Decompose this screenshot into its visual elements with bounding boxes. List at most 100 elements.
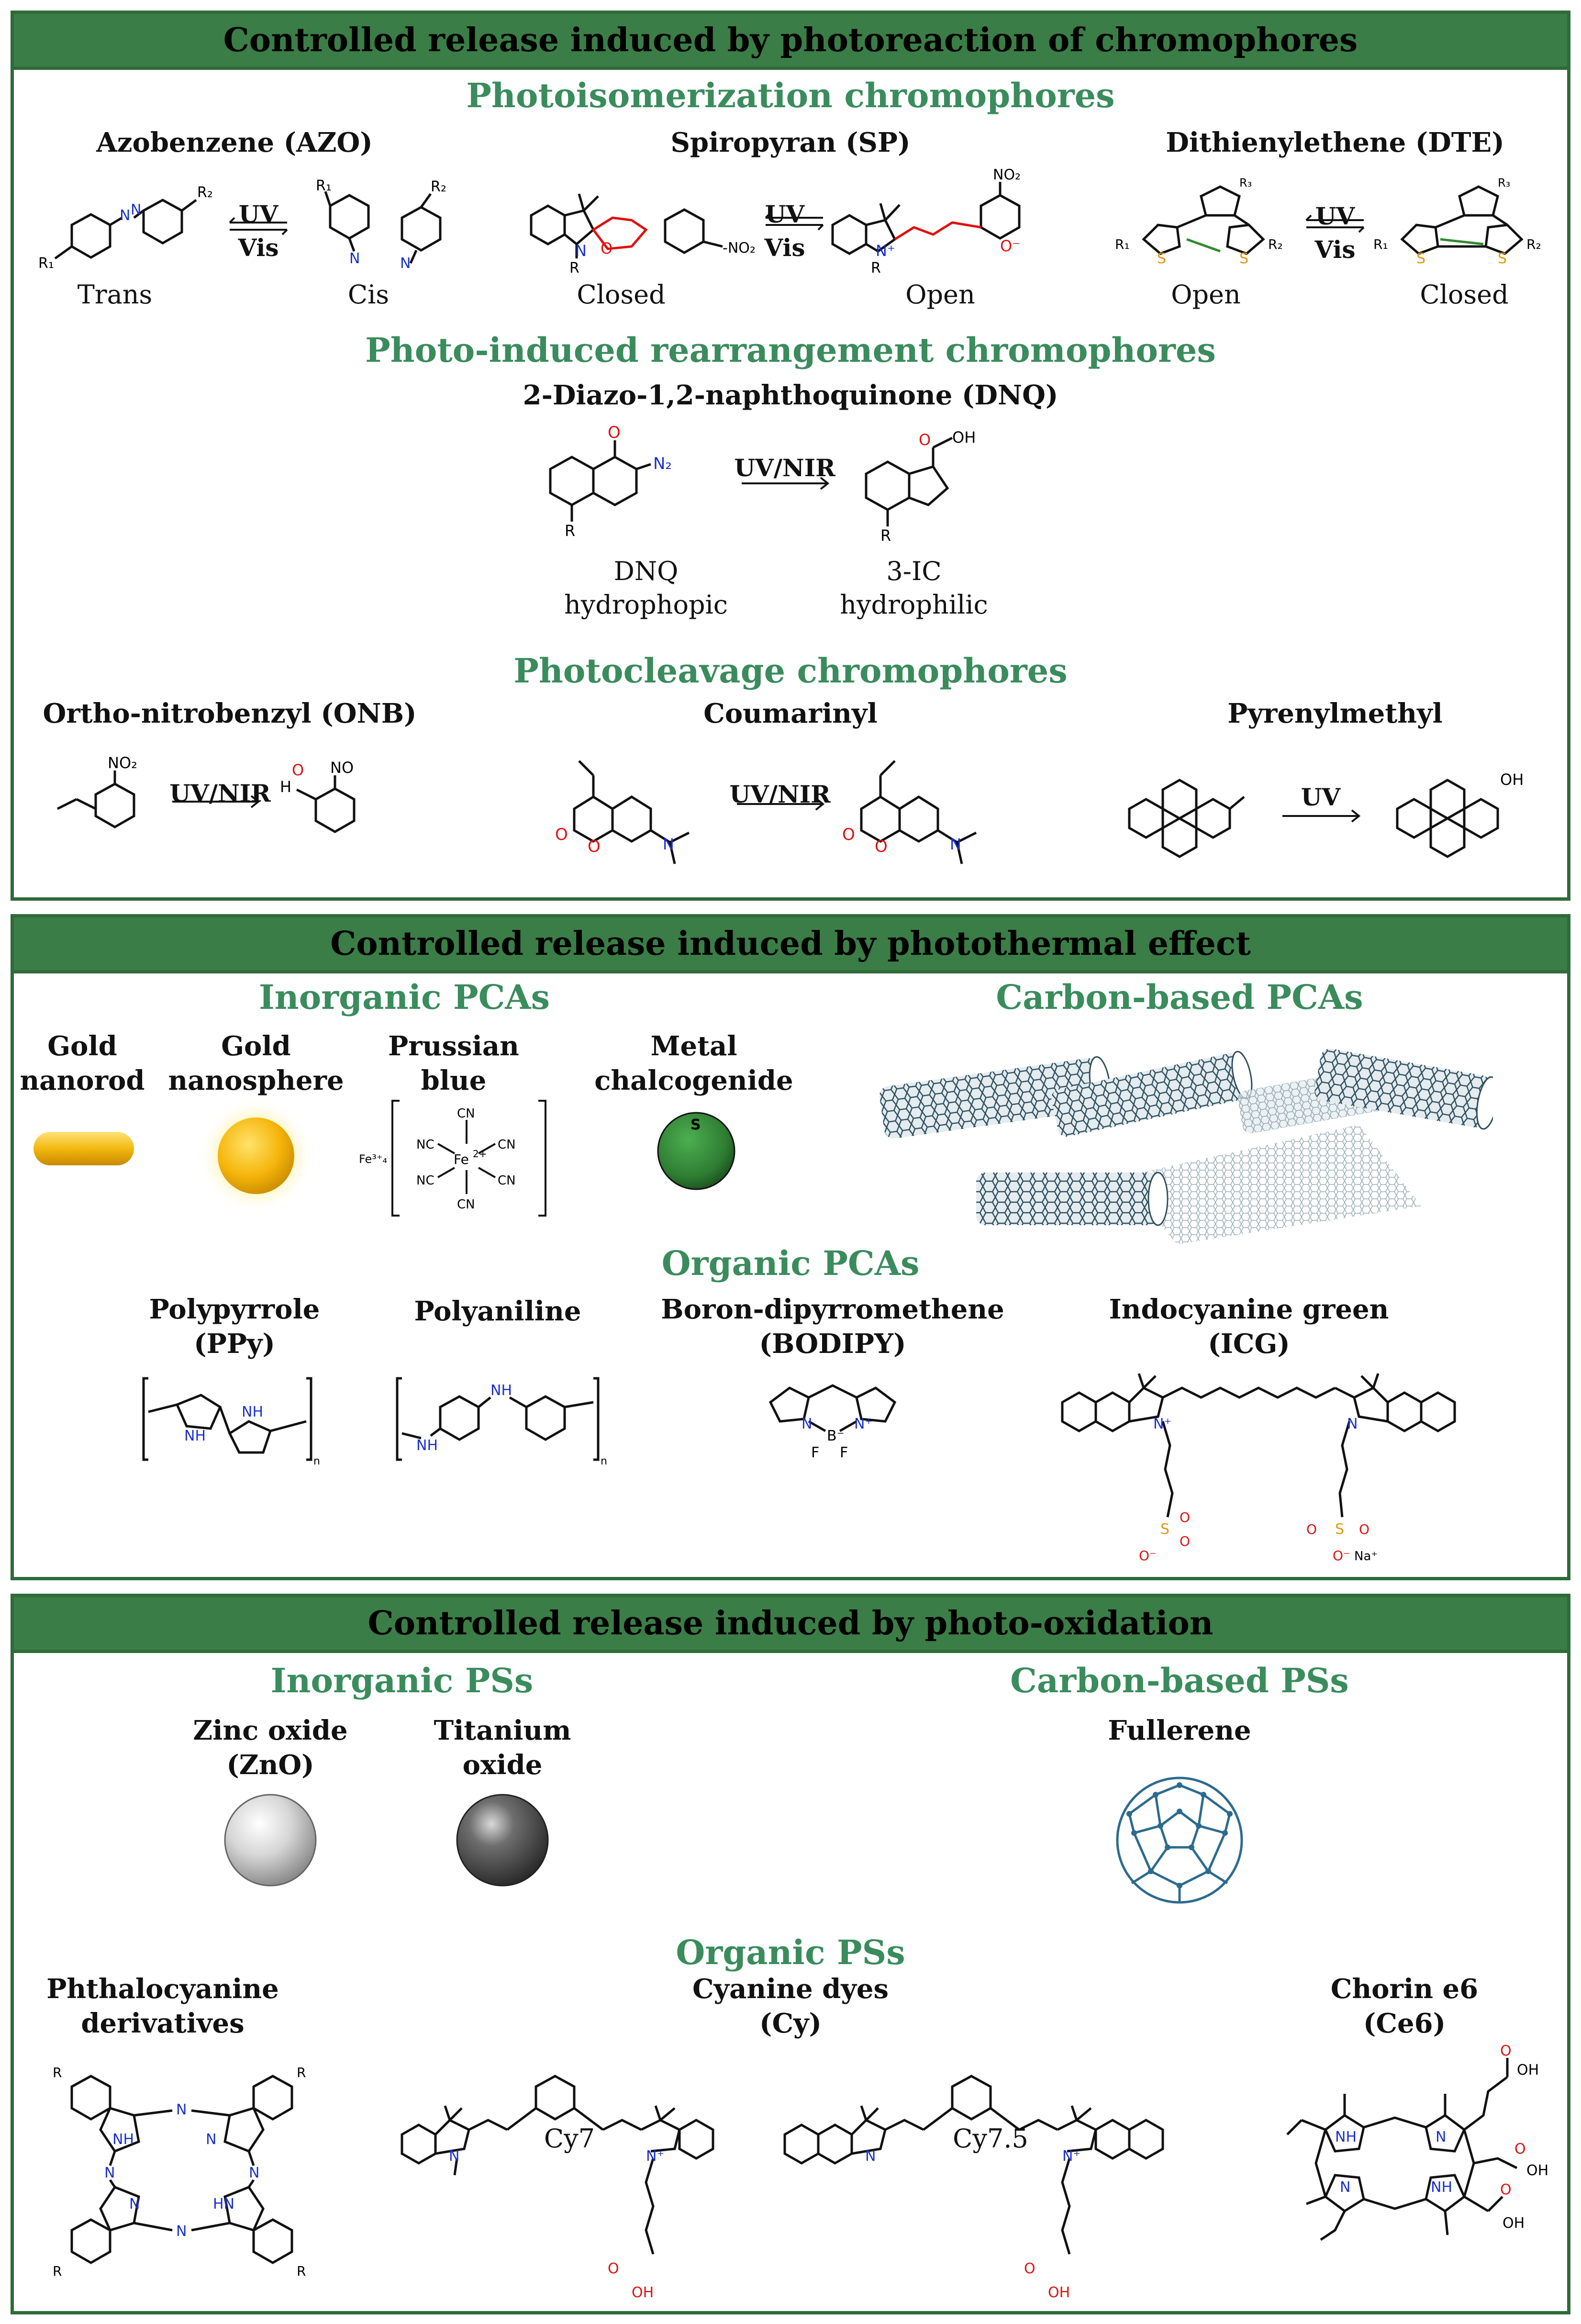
svg-text:O: O	[1514, 2141, 1526, 2157]
panel-header: Controlled release induced by phototherm…	[14, 917, 1567, 973]
label-prussian-2: blue	[421, 1065, 487, 1096]
svg-text:R₃: R₃	[1498, 176, 1510, 190]
svg-text:N: N	[663, 835, 674, 853]
svg-text:R₁: R₁	[1115, 236, 1130, 252]
svg-text:R₃: R₃	[1239, 176, 1252, 190]
svg-text:N: N	[131, 201, 141, 218]
svg-text:NC: NC	[416, 1138, 434, 1152]
panel-photoreaction: Controlled release induced by photoreact…	[11, 11, 1570, 901]
label-metal-1: Metal	[650, 1030, 737, 1062]
svg-text:O: O	[1306, 1521, 1317, 1537]
svg-text:HN: HN	[213, 2196, 234, 2212]
tio-sphere-graphic	[456, 1794, 549, 1887]
label-metal-2: chalcogenide	[594, 1065, 793, 1096]
svg-text:R₂: R₂	[1526, 236, 1541, 252]
svg-text:O: O	[601, 239, 612, 257]
svg-text:OH: OH	[632, 2284, 654, 2301]
svg-text:R: R	[297, 2065, 306, 2080]
svg-text:OH: OH	[1517, 2062, 1539, 2078]
svg-text:R₁: R₁	[1373, 236, 1388, 252]
svg-text:O: O	[1359, 1521, 1369, 1537]
svg-text:N: N	[206, 2131, 216, 2148]
label-icg-1: Indocyanine green	[1109, 1294, 1389, 1325]
svg-text:S: S	[1157, 250, 1166, 267]
svg-text:N: N	[802, 1416, 812, 1432]
svg-text:OH: OH	[1526, 2162, 1548, 2179]
label-ppy-2: (PPy)	[194, 1328, 275, 1360]
label-gold-nanosphere-2: nanosphere	[168, 1065, 344, 1096]
svg-text:O: O	[292, 761, 304, 779]
ppy-structure: NH NH n	[142, 1377, 320, 1467]
dte-arrow-vis: Vis	[1314, 235, 1356, 264]
dte-arrow-uv: UV	[1315, 202, 1355, 230]
label-phth-1: Phthalocyanine	[46, 1973, 279, 2005]
dnq-right-label-1: 3-IC	[886, 556, 942, 586]
panel-photooxidation: Controlled release induced by photo-oxid…	[11, 1594, 1570, 2314]
svg-text:S: S	[1160, 1521, 1169, 1538]
svg-text:OH: OH	[952, 428, 976, 447]
svg-text:NH: NH	[112, 2131, 134, 2148]
svg-text:S: S	[1498, 250, 1507, 267]
pani-structure: NH NH n	[396, 1377, 607, 1467]
svg-text:CN: CN	[457, 1106, 475, 1121]
svg-text:H: H	[280, 778, 291, 796]
section-title-photocleavage: Photocleavage chromophores	[513, 651, 1068, 691]
svg-text:O: O	[608, 2260, 619, 2277]
dnq-left-label-1: DNQ	[613, 556, 679, 586]
cy7-structure: N N⁺ O OH	[401, 2075, 714, 2301]
coumarinyl-structure: O O N O O N	[555, 760, 977, 864]
svg-text:2+: 2+	[473, 1148, 487, 1160]
azo-cis-label: Cis	[347, 279, 390, 310]
svg-text:S: S	[1416, 250, 1425, 267]
section-title-inorganic-pss: Inorganic PSs	[270, 1661, 534, 1700]
svg-text:NH: NH	[490, 1382, 512, 1399]
label-phth-2: derivatives	[81, 2008, 245, 2039]
svg-text:N: N	[129, 2196, 140, 2212]
svg-text:O: O	[875, 837, 888, 856]
cy75-label: Cy7.5	[953, 2123, 1028, 2154]
sp-open-label: Open	[905, 279, 975, 310]
svg-text:OH: OH	[1048, 2284, 1070, 2301]
svg-text:O⁻: O⁻	[1000, 237, 1020, 255]
zno-sphere-graphic	[224, 1794, 317, 1887]
label-fullerene: Fullerene	[1108, 1715, 1251, 1746]
svg-text:N: N	[400, 255, 411, 272]
svg-text:O: O	[919, 431, 931, 449]
sp-structure: N O -NO₂ N⁺ NO₂ O⁻ R R	[530, 168, 1021, 277]
svg-text:S: S	[1335, 1521, 1344, 1538]
section-title-carbon-pss: Carbon-based PSs	[1010, 1661, 1349, 1700]
compound-spiropyran: Spiropyran (SP)	[670, 127, 911, 158]
compound-coumarinyl: Coumarinyl	[703, 698, 878, 729]
svg-text:B⁻: B⁻	[827, 1428, 844, 1444]
dte-open-label: Open	[1171, 279, 1241, 310]
svg-text:N: N	[120, 207, 130, 224]
label-gold-nanorod-2: nanorod	[20, 1065, 145, 1096]
svg-text:CN: CN	[498, 1173, 516, 1188]
label-ce6-1: Chorin e6	[1330, 1973, 1479, 2005]
svg-text:N: N	[449, 2148, 459, 2165]
svg-text:N: N	[104, 2165, 115, 2181]
pyrenylmethyl-arrow: UV	[1301, 783, 1341, 811]
svg-text:CN: CN	[498, 1138, 516, 1152]
svg-text:-NO₂: -NO₂	[723, 240, 756, 257]
svg-text:N: N	[575, 242, 587, 260]
section-title-photoisomerization: Photoisomerization chromophores	[466, 76, 1115, 115]
compound-azobenzene: Azobenzene (AZO)	[96, 127, 373, 158]
sp-closed-label: Closed	[577, 279, 666, 310]
label-zno-2: (ZnO)	[226, 1749, 314, 1781]
svg-text:R: R	[871, 260, 881, 277]
svg-text:R: R	[569, 260, 579, 277]
svg-text:N⁺: N⁺	[1153, 1416, 1171, 1432]
svg-text:NO₂: NO₂	[108, 754, 137, 772]
svg-text:Na⁺: Na⁺	[1354, 1549, 1378, 1564]
svg-text:n: n	[313, 1455, 320, 1467]
label-ppy-1: Polypyrrole	[149, 1294, 320, 1325]
label-prussian-1: Prussian	[388, 1030, 519, 1062]
panel-header: Controlled release induced by photoreact…	[14, 14, 1567, 70]
panel-header: Controlled release induced by photo-oxid…	[14, 1597, 1567, 1653]
label-bodipy-1: Boron-dipyrromethene	[661, 1294, 1004, 1325]
svg-text:N: N	[950, 835, 961, 853]
svg-text:O: O	[555, 825, 568, 844]
ce6-structure: NH N N NH OOH OOH OOH	[1286, 2043, 1548, 2241]
